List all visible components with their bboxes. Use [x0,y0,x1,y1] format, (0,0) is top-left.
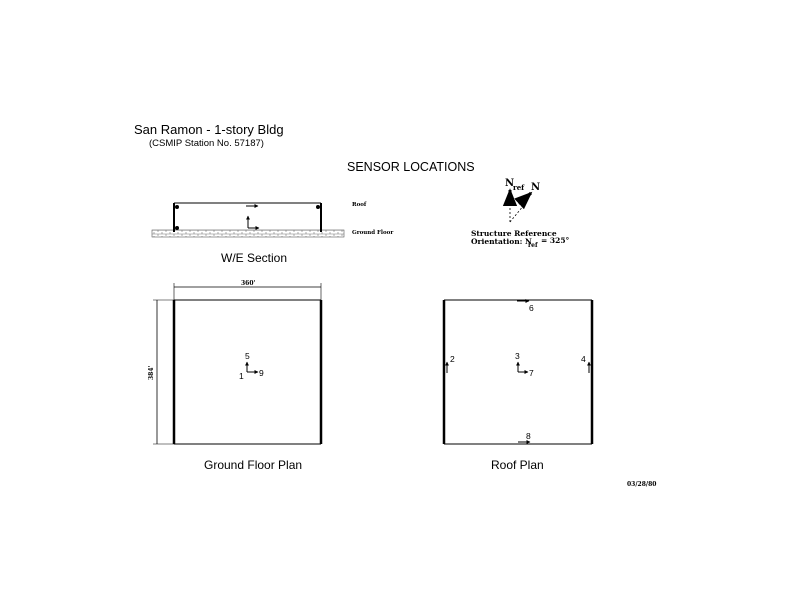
building-title: San Ramon - 1-story Bldg [134,122,284,137]
sensor-4-label: 4 [581,354,586,364]
width-dimension-label: 360' [241,280,256,287]
orientation-indicator: N ref N Structure Reference Orientation:… [471,178,570,249]
true-north-arrow [514,191,533,210]
roof-plan-label: Roof Plan [491,458,544,472]
n-ref-subscript: ref [513,183,525,192]
sensor-9-label: 9 [259,368,264,378]
ground-sensor-arrows [245,361,259,374]
n-ref-letter: N [505,178,514,189]
sensor-locations-heading: SENSOR LOCATIONS [347,160,475,174]
ground-floor-plan: 360' 384' 5 1 9 Ground Floor Plan [148,280,323,472]
height-dimension-label: 384' [148,365,155,380]
sensor-5-label: 5 [245,351,250,361]
ground-floor-plan-label: Ground Floor Plan [204,458,302,472]
orientation-subscript: ref [528,242,538,249]
sensor-1-label: 1 [239,371,244,381]
structure-reference-text: Structure Reference [471,229,557,238]
sensor-6-label: 6 [529,303,534,313]
we-section: Roof Ground Floor W/E Section [151,202,393,265]
sensor-7-label: 7 [529,368,534,378]
roof-level-label: Roof [352,202,367,208]
orientation-value: = 325° [541,236,570,245]
orientation-prefix-text: Orientation: N [471,237,532,246]
sensor-2-label: 2 [450,354,455,364]
station-number: (CSMIP Station No. 57187) [149,138,264,149]
roof-sensor-dot-west [175,205,179,209]
ground-floor-level-label: Ground Floor [352,230,393,236]
roof-plan: 6 2 4 3 7 8 Roof Plan [442,299,594,472]
ground-sensor-dot-west [175,226,179,230]
true-north-letter: N [531,182,540,193]
sensor-8-label: 8 [526,431,531,441]
section-ground-sensor-arrows [246,215,260,230]
sensor-3-label: 3 [515,351,520,361]
ground-hatch [151,229,345,238]
drawing-date: 03/28/80 [627,481,656,488]
roof-center-sensor-arrows [516,361,529,374]
reference-dashed-line-2 [509,204,525,223]
we-section-label: W/E Section [221,251,287,265]
roof-sensor-dot-east [316,205,320,209]
